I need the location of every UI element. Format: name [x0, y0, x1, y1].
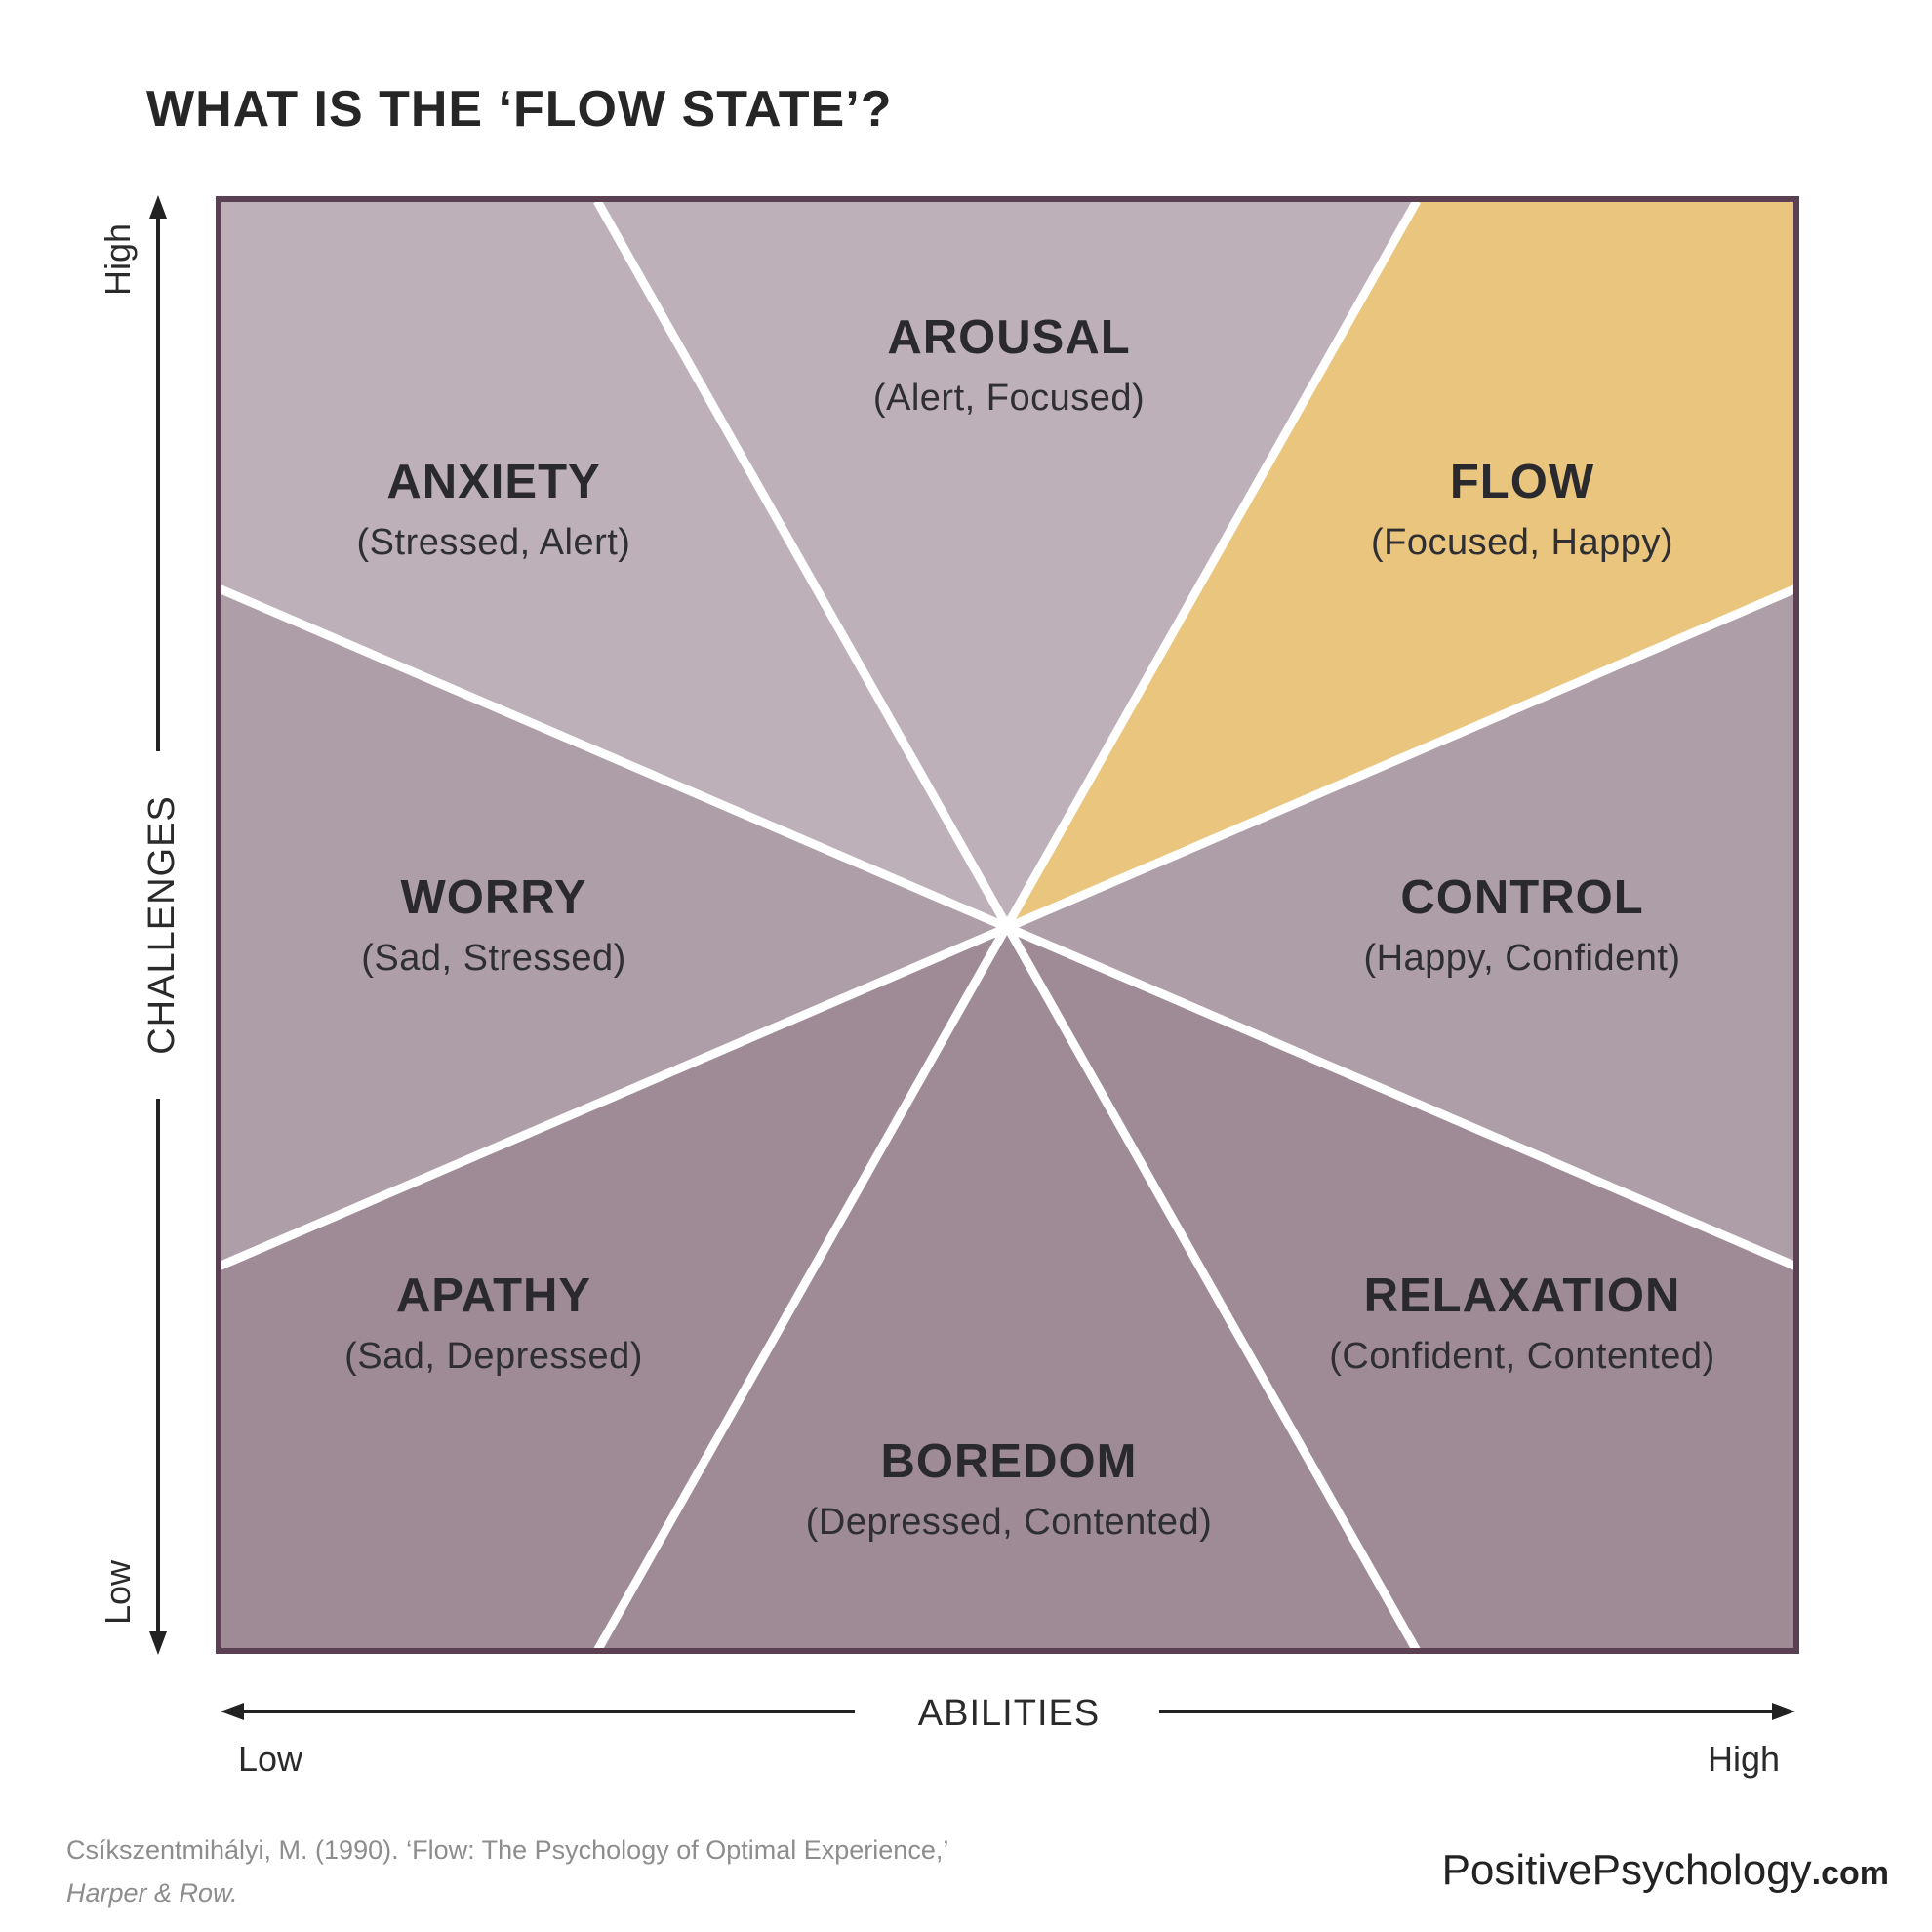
zone-flow-wedge	[1009, 201, 1796, 926]
x-axis-low-label: Low	[238, 1739, 303, 1779]
y-axis-arrow-down-icon	[149, 1631, 167, 1655]
y-axis-label: CHALLENGES	[141, 795, 182, 1055]
zone-flow-subtitle: (Focused, Happy)	[1371, 522, 1673, 563]
zone-boredom-wedge	[597, 926, 1417, 1651]
divider-lines	[219, 199, 1796, 1651]
zone-arousal-wedge	[597, 201, 1417, 926]
x-axis-arrow-left-icon	[221, 1703, 244, 1720]
y-axis-high-label: High	[98, 223, 138, 296]
zone-anxiety-wedge	[219, 201, 1009, 926]
citation: Csíkszentmihályi, M. (1990). ‘Flow: The …	[66, 1829, 948, 1914]
zone-arousal-title: AROUSAL	[887, 311, 1130, 364]
zone-apathy-subtitle: (Sad, Depressed)	[344, 1336, 643, 1377]
x-axis-high-label: High	[1708, 1739, 1780, 1779]
zone-relaxation-wedge	[1009, 926, 1796, 1651]
x-axis: ABILITIES Low High	[221, 1693, 1795, 1779]
zone-apathy-wedge	[219, 926, 1009, 1651]
zone-control-wedge	[1009, 588, 1796, 1267]
y-axis-low-label: Low	[98, 1559, 138, 1625]
zone-worry-title: WORRY	[401, 871, 587, 924]
zone-control-title: CONTROL	[1400, 871, 1643, 924]
brand-name: PositivePsychology	[1441, 1846, 1812, 1894]
zone-boredom-title: BOREDOM	[881, 1435, 1138, 1488]
zone-apathy-title: APATHY	[396, 1269, 591, 1322]
zone-control-subtitle: (Happy, Confident)	[1363, 938, 1680, 979]
brand-logo: PositivePsychology.com	[1442, 1846, 1889, 1895]
citation-line-1: Csíkszentmihályi, M. (1990). ‘Flow: The …	[66, 1835, 949, 1865]
x-axis-arrow-right-icon	[1772, 1703, 1795, 1720]
y-axis: CHALLENGES High Low	[98, 195, 182, 1655]
page-title: WHAT IS THE ‘FLOW STATE’?	[146, 81, 893, 138]
y-axis-arrow-up-icon	[149, 195, 167, 219]
x-axis-label: ABILITIES	[918, 1693, 1100, 1734]
citation-line-2: Harper & Row.	[66, 1878, 238, 1908]
zone-worry-subtitle: (Sad, Stressed)	[361, 938, 626, 979]
diagram-border	[216, 196, 1799, 1654]
zone-anxiety-title: ANXIETY	[386, 456, 600, 508]
zone-worry-wedge	[219, 588, 1009, 1267]
brand-domain: .com	[1811, 1855, 1889, 1892]
zone-anxiety-subtitle: (Stressed, Alert)	[357, 522, 631, 563]
zone-boredom-subtitle: (Depressed, Contented)	[806, 1502, 1213, 1543]
zone-flow-title: FLOW	[1450, 456, 1594, 508]
zone-arousal-subtitle: (Alert, Focused)	[873, 378, 1145, 419]
zone-relaxation-subtitle: (Confident, Contented)	[1329, 1336, 1714, 1377]
zone-relaxation-title: RELAXATION	[1364, 1269, 1681, 1322]
